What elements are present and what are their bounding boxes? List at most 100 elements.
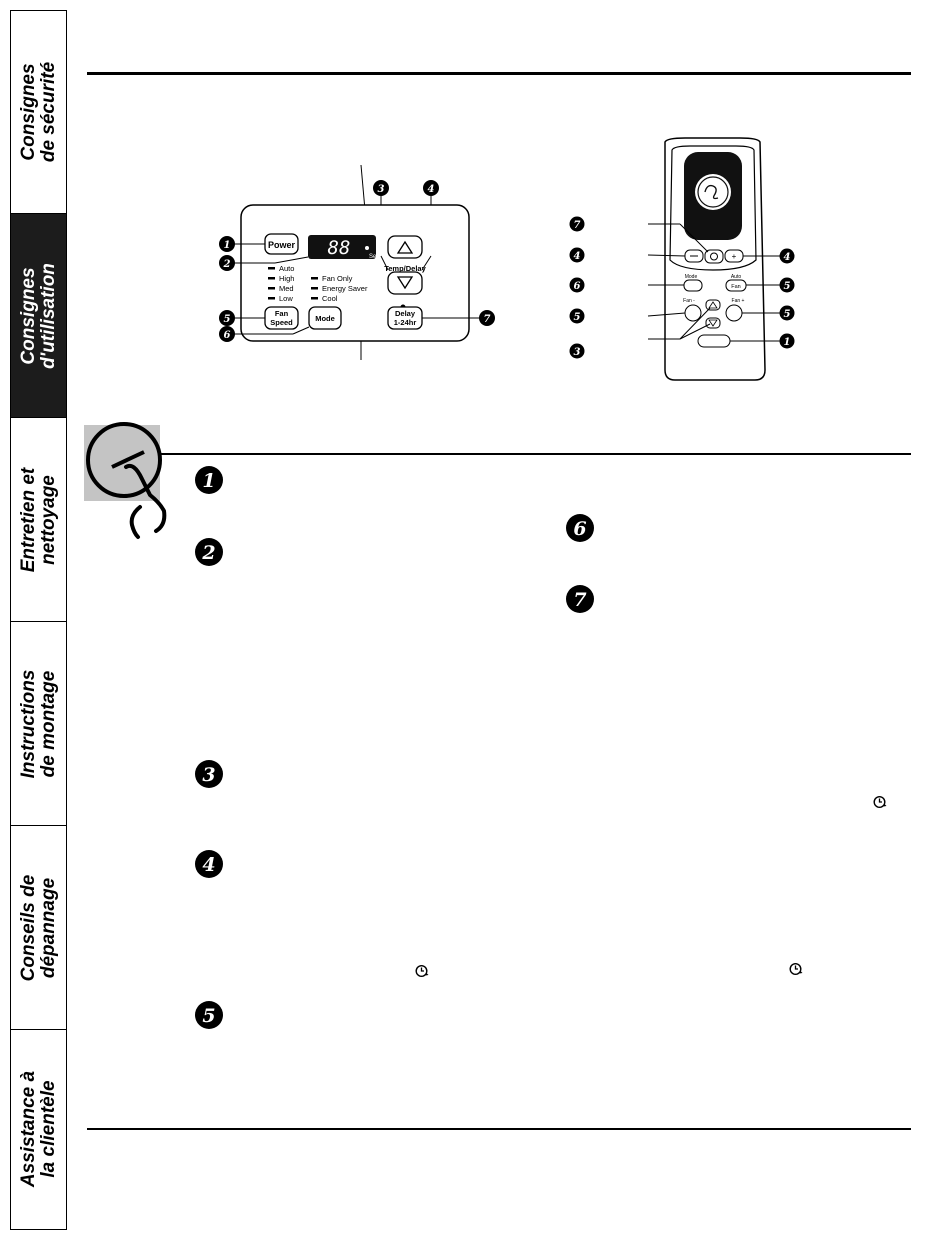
leader-line — [679, 223, 709, 253]
svg-text:6: 6 — [224, 330, 231, 341]
section-badge-2: 2 — [195, 538, 223, 566]
timer-icon — [873, 795, 887, 809]
svg-text:5: 5 — [202, 1005, 215, 1027]
remote-temp-up-button[interactable]: + — [724, 249, 744, 263]
temp-down-button[interactable] — [387, 271, 423, 295]
tab-label-line2: de montage — [37, 670, 59, 777]
fan-speed-button[interactable]: Fan Speed — [264, 306, 299, 330]
remote-timer-button[interactable] — [704, 249, 724, 264]
svg-text:4: 4 — [202, 854, 215, 876]
section-badge-1: 1 — [195, 466, 223, 494]
callout-badge: 5 — [219, 310, 235, 326]
led-display — [308, 235, 376, 259]
remote-control-diagram: + Mode Auto Fan Fan - Fan + 7 4 6 5 3 4 … — [569, 137, 795, 381]
tab-label-line1: Instructions — [17, 669, 39, 778]
tab-label-line1: Consignes — [17, 63, 39, 161]
svg-text:7: 7 — [484, 314, 491, 325]
leader-line — [679, 307, 711, 340]
svg-text:2: 2 — [201, 542, 215, 564]
remote-temp-down-button[interactable] — [684, 249, 704, 263]
leader-line — [679, 323, 711, 340]
callout-badge: 6 — [569, 277, 585, 293]
mode-label: Mode — [315, 314, 335, 323]
section-badge-7: 7 — [566, 585, 594, 613]
timer-icon — [415, 964, 429, 978]
callout-badge: 5 — [779, 277, 795, 293]
leader-line — [421, 255, 432, 271]
bottom-rule — [87, 1128, 911, 1130]
mode-fan-only: Fan Only — [322, 274, 353, 283]
callout-badge: 5 — [779, 305, 795, 321]
svg-text:6: 6 — [573, 518, 586, 540]
delay-label-2: 1-24hr — [394, 318, 417, 327]
tab-label-line1: Conseils de — [17, 874, 39, 981]
leader-line — [647, 254, 686, 257]
callout-badge: 6 — [219, 326, 235, 342]
remote-mode-label: Mode — [685, 274, 698, 280]
callout-badge: 4 — [779, 248, 795, 264]
remote-mode-button[interactable] — [683, 279, 703, 292]
svg-text:5: 5 — [784, 309, 791, 320]
speed-indicators: Auto High Med Low — [268, 264, 294, 303]
set-indicator — [365, 246, 369, 250]
svg-text:1: 1 — [224, 240, 231, 251]
svg-text:+: + — [732, 252, 737, 261]
callout-badge: 7 — [479, 310, 495, 326]
callout-badge: 4 — [569, 247, 585, 263]
tab-label-line2: d'utilisation — [37, 262, 59, 369]
svg-text:1: 1 — [784, 337, 791, 348]
mode-button[interactable]: Mode — [308, 306, 342, 330]
tab-label-line1: Entretien et — [17, 467, 39, 572]
section-badge-4: 4 — [195, 850, 223, 878]
remote-auto-fan-button[interactable]: Fan — [725, 279, 747, 292]
delay-button[interactable]: Delay 1-24hr — [387, 306, 423, 330]
power-button[interactable]: Power — [264, 233, 299, 255]
ge-logo-icon — [695, 174, 731, 210]
callout-badge: 5 — [569, 308, 585, 324]
remote-power-button[interactable] — [697, 334, 731, 348]
timer-icon — [710, 252, 718, 261]
leader-line — [274, 256, 309, 264]
tab-label-line2: de sécurité — [37, 61, 59, 163]
remote-fan-minus-label: Fan - — [683, 298, 695, 304]
control-panel-diagram: Power 88 Set Temp/Delay Auto High Med Lo… — [219, 164, 495, 360]
mode-cool: Cool — [322, 294, 338, 303]
remote-fan-plus-button[interactable] — [725, 304, 743, 322]
display-digits: 88 — [328, 237, 351, 259]
speed-low: Low — [279, 294, 293, 303]
leader-line — [380, 255, 389, 271]
callout-badge: 1 — [779, 333, 795, 349]
svg-text:3: 3 — [202, 764, 215, 786]
remote-fan-minus-button[interactable] — [684, 304, 702, 322]
arrow-up-icon — [708, 301, 718, 309]
section-badge-5: 5 — [195, 1001, 223, 1029]
svg-text:3: 3 — [574, 347, 581, 358]
remote-fan-label: Fan — [731, 284, 740, 290]
svg-text:5: 5 — [574, 312, 581, 323]
callout-badge: 1 — [219, 236, 235, 252]
speed-high: High — [279, 274, 294, 283]
svg-text:2: 2 — [223, 259, 231, 270]
speed-med: Med — [279, 284, 294, 293]
remote-auto-label: Auto — [731, 274, 742, 280]
tab-label-line2: dépannage — [37, 877, 59, 978]
temp-up-button[interactable] — [387, 235, 423, 259]
timer-icon — [789, 962, 803, 976]
svg-text:1: 1 — [202, 470, 215, 492]
arrow-down-icon — [396, 276, 414, 290]
set-label: Set — [369, 254, 378, 260]
tab-label-line2: la clientèle — [37, 1080, 59, 1178]
fan-speed-label-1: Fan — [275, 309, 289, 318]
svg-text:7: 7 — [573, 589, 586, 611]
svg-text:7: 7 — [574, 220, 581, 231]
svg-text:4: 4 — [574, 251, 581, 262]
arrow-up-icon — [396, 240, 414, 254]
callout-badge: 3 — [569, 343, 585, 359]
